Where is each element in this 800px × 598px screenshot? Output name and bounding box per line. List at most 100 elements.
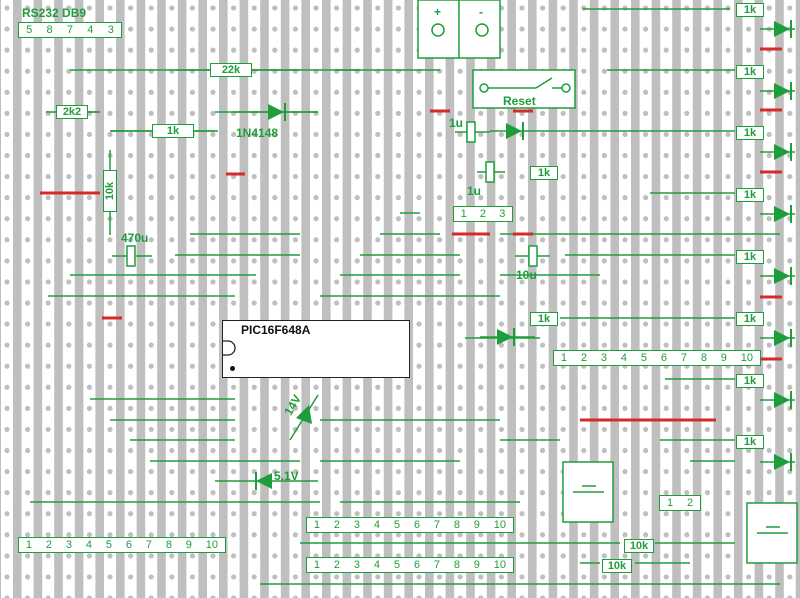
strip-hole (148, 279, 154, 285)
resistor-1k-right-7: 1k (736, 374, 764, 388)
strip-hole (107, 89, 113, 95)
strip-hole (395, 195, 401, 201)
strip-hole (210, 5, 216, 11)
strip-hole (437, 131, 443, 138)
strip-hole (540, 511, 546, 517)
strip-hole (231, 468, 237, 475)
strip-hole (354, 131, 360, 138)
strip-hole (231, 131, 237, 138)
strip-hole (334, 131, 340, 138)
strip-hole (663, 595, 669, 598)
strip-hole (45, 195, 51, 201)
strip-hole (622, 447, 628, 454)
strip-hole (86, 216, 92, 222)
strip-hole (498, 426, 504, 433)
strip-hole (148, 426, 154, 433)
strip-hole (169, 110, 175, 116)
strip-hole (416, 152, 422, 159)
strip-hole (272, 195, 278, 201)
strip-hole (437, 300, 443, 306)
strip-hole (251, 26, 257, 32)
strip-hole (663, 47, 669, 53)
strip-hole (313, 5, 319, 11)
strip-hole (684, 532, 690, 538)
strip-hole (272, 152, 278, 159)
strip-hole (375, 258, 381, 264)
strip-hole (45, 342, 51, 348)
strip-hole (25, 405, 31, 411)
strip-hole (45, 405, 51, 411)
strip-hole (210, 89, 216, 95)
strip-hole (416, 595, 422, 598)
strip-hole (704, 426, 711, 433)
header-pin: 10 (493, 559, 507, 571)
strip-hole (581, 258, 587, 264)
strip-hole (334, 447, 340, 454)
strip-hole (148, 384, 154, 390)
strip-hole (148, 574, 154, 580)
right-led-column (760, 20, 795, 471)
strip-hole (684, 468, 690, 475)
led-icon (774, 454, 790, 470)
strip-hole (519, 426, 525, 433)
strip-hole (643, 384, 649, 390)
strip-hole (292, 447, 298, 454)
strip-hole (663, 258, 669, 264)
strip-hole (684, 173, 690, 180)
strip-hole (498, 279, 504, 285)
header-pin: 10 (493, 519, 507, 531)
strip-hole (643, 447, 649, 454)
strip-hole (601, 384, 608, 390)
header-pin: 1 (313, 559, 321, 571)
strip-hole (313, 195, 319, 201)
strip-hole (169, 511, 175, 517)
strip-hole (354, 110, 360, 116)
pic16f648a-chip: PIC16F648A (222, 320, 410, 378)
strip-hole (107, 574, 113, 580)
strip-hole (457, 342, 463, 348)
strip-hole (189, 595, 195, 598)
strip-hole (560, 216, 566, 222)
strip-hole (354, 300, 360, 306)
resistor-1k-mid-a: 1k (530, 166, 558, 180)
header-pin: 3 (65, 539, 73, 551)
strip-hole (107, 342, 113, 348)
ic-name: PIC16F648A (241, 323, 311, 337)
strip-hole (437, 574, 443, 580)
strip-hole (66, 595, 72, 598)
strip-hole (684, 131, 690, 138)
strip-hole (725, 237, 731, 243)
strip-hole (128, 426, 134, 433)
strip-hole (766, 152, 772, 159)
strip-hole (375, 574, 381, 580)
strip-hole (128, 5, 134, 11)
strip-hole (189, 173, 195, 180)
db9-pin: 4 (87, 24, 94, 36)
strip-hole (416, 131, 422, 138)
strip-hole (704, 152, 711, 159)
strip-hole (354, 279, 360, 285)
strip-hole (272, 216, 278, 222)
db9-header: 5 8 7 4 3 (18, 22, 122, 38)
strip-hole (66, 553, 72, 559)
strip-hole (766, 300, 772, 306)
strip-hole (25, 447, 31, 454)
strip-hole (519, 384, 525, 390)
strip-hole (334, 532, 340, 538)
strip-hole (313, 574, 319, 580)
strip-hole (643, 5, 649, 11)
strip-hole (86, 321, 92, 327)
strip-hole (787, 426, 793, 433)
strip-hole (375, 595, 381, 598)
strip-hole (478, 258, 484, 264)
strip-hole (4, 216, 10, 222)
strip-hole (704, 237, 711, 243)
strip-hole (437, 384, 443, 390)
strip-hole (457, 532, 463, 538)
strip-hole (416, 532, 422, 538)
strip-hole (478, 363, 484, 369)
strip-hole (210, 216, 216, 222)
strip-hole (354, 237, 360, 243)
strip-hole (210, 553, 216, 559)
copper-strip (42, 0, 55, 598)
